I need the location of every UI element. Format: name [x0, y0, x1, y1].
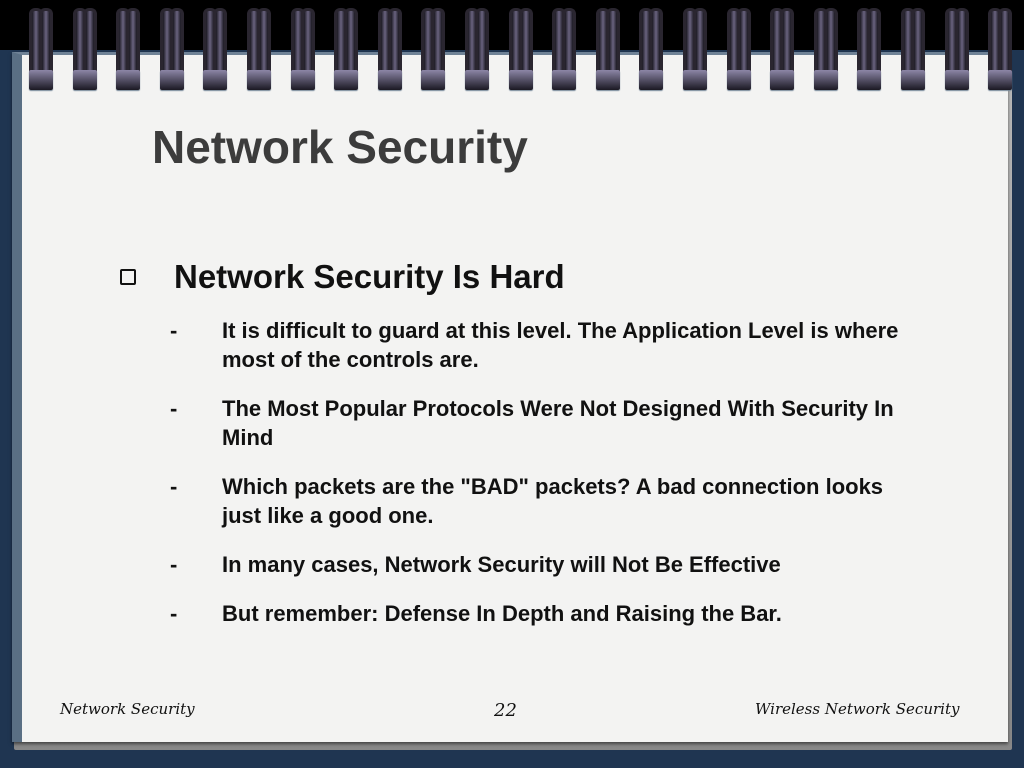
sub-bullet: - Which packets are the "BAD" packets? A …: [170, 472, 910, 530]
dash-icon: -: [170, 396, 178, 421]
sub-bullet-text: The Most Popular Protocols Were Not Desi…: [222, 396, 894, 450]
sub-bullet-list: - It is difficult to guard at this level.…: [170, 316, 910, 648]
dash-icon: -: [170, 474, 178, 499]
footer-right: Wireless Network Security: [755, 700, 960, 718]
sub-bullet-text: It is difficult to guard at this level. …: [222, 318, 899, 372]
binding-ring-icon: [333, 8, 359, 90]
binding-ring-icon: [28, 8, 54, 90]
binding-ring-icon: [72, 8, 98, 90]
binding-ring-icon: [856, 8, 882, 90]
binding-ring-icon: [987, 8, 1013, 90]
binding-ring-icon: [377, 8, 403, 90]
sub-bullet-text: Which packets are the "BAD" packets? A b…: [222, 474, 884, 528]
binding-ring-icon: [420, 8, 446, 90]
binding-ring-icon: [508, 8, 534, 90]
sub-bullet-text: But remember: Defense In Depth and Raisi…: [222, 601, 782, 626]
binding-ring-icon: [726, 8, 752, 90]
binding-ring-icon: [638, 8, 664, 90]
footer-left: Network Security: [60, 700, 195, 718]
binding-ring-icon: [464, 8, 490, 90]
dash-icon: -: [170, 601, 178, 626]
binding-ring-icon: [551, 8, 577, 90]
sub-bullet: - In many cases, Network Security will No…: [170, 550, 910, 579]
binding-ring-icon: [944, 8, 970, 90]
binding-ring-icon: [769, 8, 795, 90]
main-bullet: Network Security Is Hard: [120, 258, 565, 296]
dash-icon: -: [170, 552, 178, 577]
main-bullet-text: Network Security Is Hard: [174, 258, 565, 295]
sub-bullet: - It is difficult to guard at this level.…: [170, 316, 910, 374]
binding-ring-icon: [246, 8, 272, 90]
sub-bullet-text: In many cases, Network Security will Not…: [222, 552, 781, 577]
footer-page-number: 22: [494, 700, 517, 721]
slide-page: [12, 52, 1008, 742]
binding-ring-icon: [159, 8, 185, 90]
sub-bullet: - The Most Popular Protocols Were Not Des…: [170, 394, 910, 452]
binding-ring-icon: [202, 8, 228, 90]
binding-ring-icon: [115, 8, 141, 90]
binding-ring-icon: [290, 8, 316, 90]
slide-title: Network Security: [152, 121, 528, 173]
binding-ring-icon: [682, 8, 708, 90]
sub-bullet: - But remember: Defense In Depth and Rais…: [170, 599, 910, 628]
binding-ring-icon: [595, 8, 621, 90]
checkbox-bullet-icon: [120, 269, 136, 285]
binding-ring-icon: [900, 8, 926, 90]
binding-ring-icon: [813, 8, 839, 90]
dash-icon: -: [170, 318, 178, 343]
